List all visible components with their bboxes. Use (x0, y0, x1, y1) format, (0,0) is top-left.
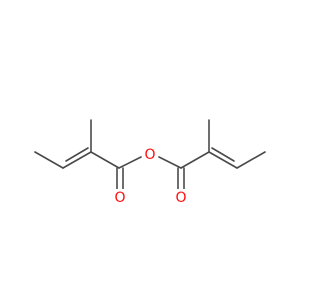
bond-right-alkene-outer (208, 151, 238, 169)
bond-right-alkene-inner (211, 147, 235, 162)
molecule-structure: O O O (34, 119, 266, 207)
left-carbonyl-oxygen-label: O (114, 190, 125, 206)
bridge-oxygen-label: O (144, 147, 155, 163)
bond-right-methyl-chain (236, 151, 266, 169)
bond-right-carbonyl-to-alpha (180, 151, 210, 169)
bond-left-carbonyl-to-oxygen (118, 156, 142, 169)
bond-left-alkene-inner (65, 147, 89, 162)
right-carbonyl-oxygen-label: O (175, 190, 186, 206)
bond-oxygen-to-right-carbonyl (158, 156, 182, 169)
bond-left-to-carbonyl (90, 151, 120, 169)
bond-left-methyl-chain (34, 151, 64, 169)
bond-left-alkene-outer (62, 151, 92, 169)
